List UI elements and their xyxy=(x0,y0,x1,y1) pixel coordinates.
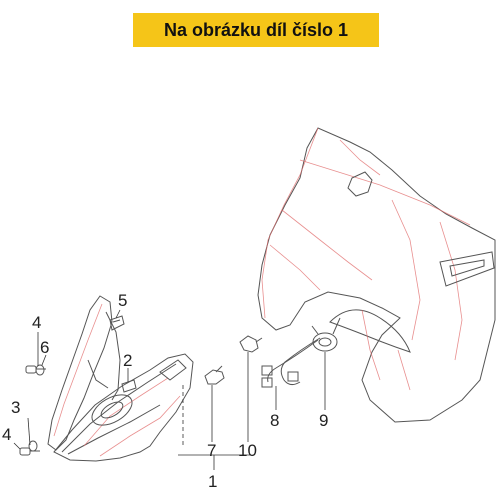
bulb-part-10 xyxy=(239,335,263,353)
banner-text: Na obrázku díl číslo 1 xyxy=(163,19,349,40)
callout-4-lower: 4 xyxy=(2,425,11,444)
callout-6: 6 xyxy=(40,338,49,357)
callout-5: 5 xyxy=(118,291,127,310)
headlight-frame xyxy=(47,295,121,451)
callout-4-upper: 4 xyxy=(32,313,41,332)
clip-part-5 xyxy=(109,315,125,331)
front-shield-cover xyxy=(257,127,496,423)
callout-9: 9 xyxy=(319,411,328,430)
part-number-banner: Na obrázku díl číslo 1 xyxy=(133,13,379,47)
washer-part-3 xyxy=(28,440,38,452)
bulb-holder xyxy=(311,317,341,352)
callout-8: 8 xyxy=(270,411,279,430)
clip-part-2 xyxy=(121,379,137,393)
callout-labels: 4 6 5 2 3 4 7 10 1 8 9 xyxy=(2,291,328,491)
leader-lines xyxy=(13,309,326,470)
bulb-part-7 xyxy=(204,365,225,385)
callout-10: 10 xyxy=(238,441,257,460)
washer-part-6 xyxy=(35,364,45,376)
callout-1: 1 xyxy=(208,472,217,491)
headlight-lens-assembly xyxy=(53,353,194,462)
wiring-harness xyxy=(261,337,321,388)
callout-3: 3 xyxy=(11,398,20,417)
callout-7: 7 xyxy=(207,441,216,460)
callout-2: 2 xyxy=(123,351,132,370)
